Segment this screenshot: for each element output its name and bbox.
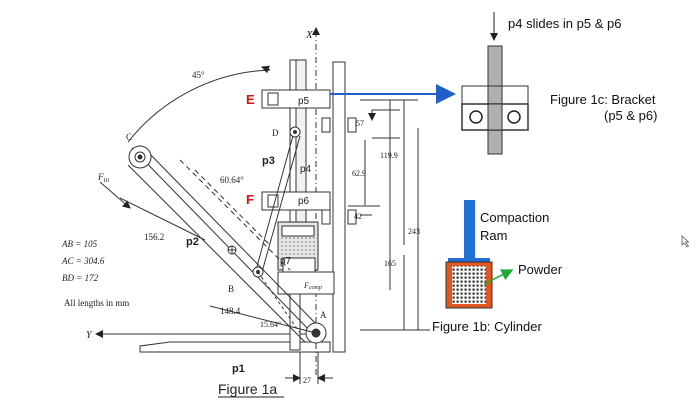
arc-45: [127, 69, 271, 143]
dim-1562: 156.2: [144, 232, 164, 242]
dim-57: 57: [356, 119, 364, 128]
link-p3: [255, 131, 301, 273]
dim-165: 165: [384, 259, 396, 268]
force-comp-label: Fcomp: [303, 281, 322, 291]
force-in-arrow: [99, 181, 131, 209]
powder-fill: [452, 266, 486, 304]
figure-1a-labels: X Y 45° C Fin 60.64° 156.2 p2 AB = 105 A…: [61, 29, 420, 398]
dim-243: 243: [408, 227, 420, 236]
force-in-label: Fin: [97, 172, 109, 184]
dim-27: 27: [303, 376, 311, 385]
part-p1-label: p1: [232, 363, 245, 375]
point-a-label: A: [320, 310, 327, 320]
figure-1a: [95, 27, 456, 384]
given-ab: AB = 105: [61, 239, 98, 249]
ram-label-2: Ram: [480, 228, 507, 243]
bracket-hole-left: [469, 110, 483, 124]
angle-6064: 60.64°: [220, 175, 244, 185]
point-f-label: F: [246, 192, 254, 207]
figure-1c-caption-sub: (p5 & p6): [604, 108, 657, 123]
powder-label: Powder: [518, 262, 563, 277]
link-p2: [127, 147, 323, 343]
part-p7-label: p7: [280, 256, 292, 267]
compaction-ram: [464, 200, 475, 262]
dim-1484: 148.4: [220, 306, 241, 316]
dim-1199: 119.9: [380, 151, 398, 160]
powder-arrow: [483, 269, 514, 285]
given-ac: AC = 304.6: [61, 256, 105, 266]
dim-42: 42: [354, 212, 362, 221]
bracket-p6: [261, 191, 331, 211]
point-c-label: C: [126, 132, 132, 142]
bracket-note: p4 slides in p5 & p6: [508, 16, 621, 31]
figure-1a-caption: Figure 1a: [218, 381, 277, 397]
point-e-label: E: [246, 92, 255, 107]
figure-1c-caption: Figure 1c: Bracket: [550, 92, 656, 107]
bracket-hole-right: [507, 110, 521, 124]
compaction-base: [277, 271, 335, 295]
dim-629: 62.9: [352, 169, 366, 178]
given-bd: BD = 172: [62, 273, 99, 283]
angle-1564: 15.64°: [260, 320, 281, 329]
units-note: All lengths in mm: [64, 298, 129, 308]
frame-right-column: [332, 61, 346, 353]
angle-45: 45°: [192, 70, 205, 80]
point-b-label: B: [228, 284, 234, 294]
point-d-label: D: [272, 128, 279, 138]
part-p6-label: p6: [298, 196, 310, 207]
figure-1b: Compaction Ram Powder Figure 1b: Cylinde…: [432, 200, 563, 334]
axis-x-label: X: [305, 29, 314, 41]
part-p4-label: p4: [300, 164, 312, 175]
part-p2-label: p2: [186, 236, 199, 248]
figure-1b-caption: Figure 1b: Cylinder: [432, 319, 542, 334]
ram-label: Compaction: [480, 210, 549, 225]
part-p3-label: p3: [262, 155, 275, 167]
part-p5-label: p5: [298, 96, 310, 107]
cursor-icon: [681, 235, 690, 248]
bracket-p5: [261, 89, 331, 109]
axis-y-label: Y: [86, 330, 93, 341]
base-p1: [139, 341, 331, 353]
bracket-rod: [487, 45, 503, 155]
figure-1c: p4 slides in p5 & p6 Figure 1c: Bracket …: [461, 12, 657, 155]
